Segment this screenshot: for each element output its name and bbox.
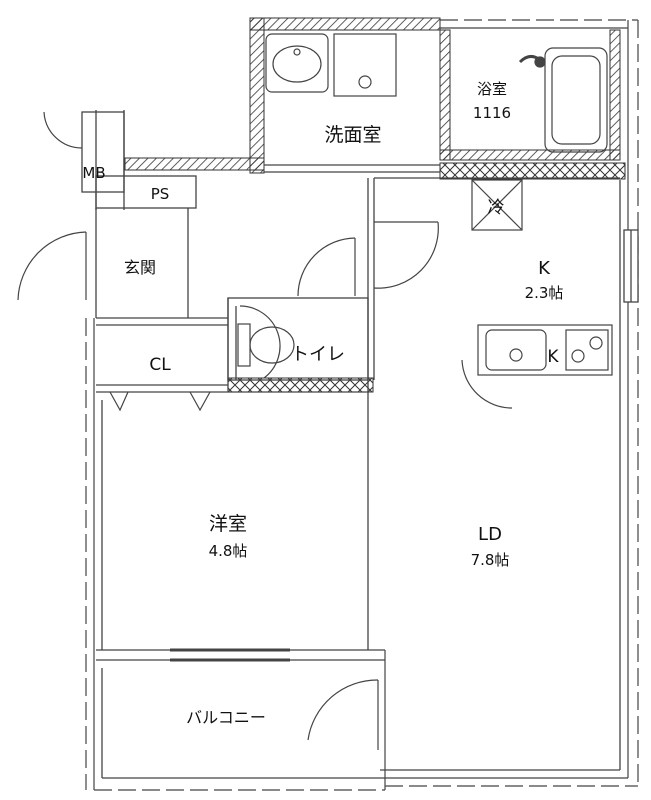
washroom-label: 洗面室: [324, 124, 381, 146]
outer-walls: [85, 19, 639, 791]
room-labels: 洗面室 浴室 1116 MB PS 玄関 冷 K 2.3帖 K トイレ CL 洋…: [82, 80, 563, 727]
mb-label: MB: [82, 164, 105, 182]
crosshatch-walls: [227, 162, 626, 393]
kitchen-label: K: [538, 258, 551, 279]
western-room-size-label: 4.8帖: [209, 542, 248, 560]
bath-label: 浴室: [477, 80, 507, 98]
hatched-walls: [124, 17, 621, 174]
entrance-label: 玄関: [124, 258, 156, 277]
ps-label: PS: [151, 185, 170, 203]
fridge-label: 冷: [488, 198, 505, 218]
interior-walls: [81, 110, 639, 779]
balcony-label: バルコニー: [186, 708, 266, 727]
ld-label: LD: [478, 524, 502, 545]
closet-label: CL: [149, 355, 171, 375]
doors: [17, 111, 513, 750]
ld-size-label: 7.8帖: [471, 551, 510, 569]
kitchen-size-label: 2.3帖: [525, 284, 564, 302]
kitchen-counter-label: K: [547, 347, 559, 367]
bath-size-label: 1116: [473, 104, 511, 122]
fixtures: [237, 33, 613, 376]
toilet-label: トイレ: [291, 344, 345, 365]
western-room-label: 洋室: [209, 513, 247, 535]
